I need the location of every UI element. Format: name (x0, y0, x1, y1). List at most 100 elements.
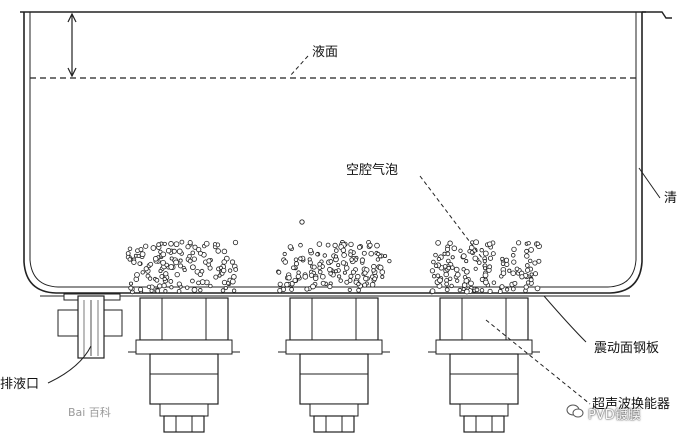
leader-cavitation-bubble (419, 175, 483, 259)
bubble (359, 257, 365, 263)
bubble (380, 274, 385, 279)
bubble (500, 261, 506, 266)
bubble (505, 287, 510, 292)
bubble (338, 278, 343, 283)
bubble (529, 272, 534, 277)
bubble (524, 253, 530, 259)
bubble (535, 241, 541, 247)
bubble (327, 266, 333, 273)
bubble (342, 270, 347, 275)
bubble (182, 267, 187, 273)
bubble (287, 244, 294, 250)
bubble (340, 260, 347, 266)
bubble (196, 280, 201, 286)
bubble (455, 278, 460, 283)
bubble (356, 287, 361, 293)
bubble (293, 261, 300, 267)
drain-port (57, 293, 123, 359)
bubble (138, 286, 144, 293)
bubble (164, 262, 169, 268)
bubble (143, 243, 149, 249)
bubble (462, 274, 468, 280)
bubble (138, 247, 144, 252)
bubble (528, 277, 534, 283)
bubble (127, 246, 133, 252)
bubble (444, 287, 450, 293)
bubble (482, 250, 489, 257)
bubble (511, 259, 517, 265)
bubble (316, 241, 323, 247)
bubble (139, 251, 146, 258)
bubble (383, 253, 388, 259)
bubble (446, 258, 451, 264)
label-liquid-surface: 液面 (312, 45, 339, 60)
bubble (375, 257, 381, 262)
bubble (298, 256, 303, 261)
bubble (443, 271, 449, 278)
bubble (482, 259, 487, 264)
bubble (374, 242, 380, 249)
bubble (362, 282, 368, 288)
bubble (160, 251, 167, 258)
bubble (276, 269, 282, 275)
bubble (136, 253, 141, 259)
bubble (315, 252, 320, 257)
bubble (376, 251, 381, 257)
bubble (289, 287, 294, 292)
bubble (187, 258, 193, 264)
bubble (311, 264, 317, 270)
bubble (217, 273, 222, 278)
bubble (532, 260, 538, 266)
label-tank-edge: 清 (664, 191, 678, 206)
bubble (292, 277, 298, 283)
bubble (168, 241, 174, 247)
bubble (461, 267, 466, 272)
rim-lip (642, 11, 672, 19)
bubble (435, 273, 441, 278)
bubble (453, 266, 460, 273)
bubble (337, 274, 342, 279)
bubble (348, 241, 354, 248)
label-vibration-steel-plate: 震动面钢板 (594, 341, 660, 356)
bubble (302, 273, 309, 280)
bubble (168, 279, 174, 284)
bubble (308, 248, 314, 254)
bubble (525, 280, 531, 285)
bubble (431, 274, 437, 279)
bubble (206, 258, 212, 264)
bubble (500, 270, 507, 276)
bubble (163, 289, 168, 294)
bubble (149, 288, 154, 293)
bubble (169, 285, 174, 290)
bubble (429, 268, 436, 274)
bubble (336, 263, 341, 268)
bubble (187, 253, 192, 259)
bubble (356, 281, 361, 287)
leader-transducer (485, 319, 591, 405)
bubble (223, 285, 228, 291)
bubble (231, 274, 237, 280)
bubble (348, 252, 353, 257)
bubble (349, 257, 354, 262)
bubble (474, 287, 480, 293)
bubble (490, 251, 496, 257)
bubble (173, 241, 180, 248)
bubble (341, 252, 347, 258)
bubble (191, 287, 198, 293)
bubble (284, 281, 290, 288)
bubble (293, 257, 299, 262)
bubble (319, 273, 326, 280)
bubble (435, 240, 441, 246)
bubble (377, 264, 384, 271)
bubble (147, 276, 153, 281)
transducer (428, 297, 540, 433)
bubble (174, 271, 180, 278)
bubble (499, 284, 505, 290)
bubble (215, 248, 221, 254)
depth-arrow-bottom (67, 67, 77, 78)
bubble (442, 251, 447, 256)
bubble (199, 279, 206, 285)
bubble (322, 253, 327, 258)
bubble (473, 239, 479, 246)
bubble (291, 265, 296, 271)
